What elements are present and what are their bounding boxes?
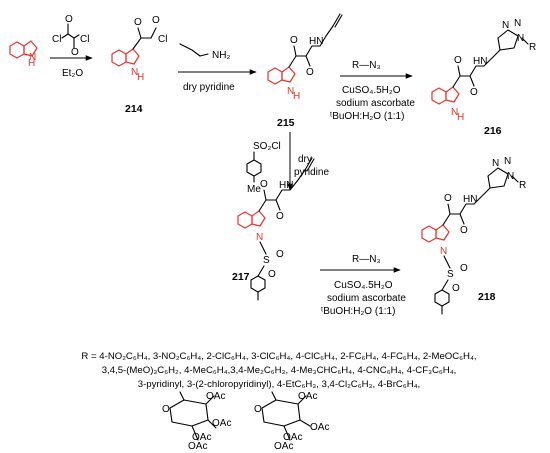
svg-text:HN: HN: [473, 56, 487, 67]
svg-text:O: O: [134, 17, 142, 28]
step1-solvent: Et₂O: [62, 68, 83, 79]
svg-text:HN: HN: [309, 36, 323, 47]
svg-text:N: N: [440, 246, 447, 257]
svg-text:N: N: [502, 20, 509, 31]
svg-text:dry: dry: [298, 154, 312, 165]
svg-text:N: N: [451, 107, 458, 118]
svg-text:pyridine: pyridine: [294, 167, 329, 178]
svg-text:OAc: OAc: [298, 391, 317, 402]
svg-text:O: O: [254, 404, 262, 415]
compound-216-label: 216: [484, 125, 502, 137]
svg-text:OAc: OAc: [283, 432, 302, 443]
svg-text:O: O: [65, 14, 73, 25]
svg-text:ᵗBuOH:H₂O (1:1): ᵗBuOH:H₂O (1:1): [321, 306, 395, 317]
svg-text:O: O: [290, 35, 298, 46]
svg-text:SO₂Cl: SO₂Cl: [253, 141, 281, 152]
svg-text:sodium ascorbate: sodium ascorbate: [327, 293, 406, 304]
svg-text:H: H: [293, 91, 300, 102]
step1-arrow: Et₂O Cl Cl O O: [50, 14, 93, 79]
step2-arrow: NH₂ dry pyridine: [178, 43, 257, 93]
svg-text:O: O: [306, 67, 314, 78]
compound-217-label: 217: [232, 271, 250, 283]
oxalyl-chloride: Cl Cl O O: [52, 14, 89, 58]
step3-arrow: R—N₃ CuSO₄.5H₂O sodium ascorbate ᵗBuOH:H…: [330, 60, 415, 122]
compound-218: N O O HN N N N R S O O 218: [421, 156, 526, 315]
step4-arrow: dry pyridine SO₂Cl Me: [246, 132, 329, 195]
svg-text:O: O: [260, 179, 268, 190]
compound-214: N H O O Cl 214: [111, 15, 167, 115]
svg-text:N: N: [131, 67, 138, 78]
step5-azide: R—N₃: [352, 254, 381, 265]
svg-text:O: O: [460, 225, 468, 236]
svg-text:HN: HN: [279, 180, 293, 191]
svg-text:O: O: [276, 249, 284, 260]
glycosyl-r-left: OAc OAc O OAc OAc: [162, 391, 231, 452]
svg-text:O: O: [276, 211, 284, 222]
svg-text:N: N: [514, 18, 521, 29]
svg-text:O: O: [268, 269, 276, 280]
compound-215: N H O O HN 215: [267, 13, 343, 129]
svg-text:CuSO₄.5H₂O: CuSO₄.5H₂O: [342, 85, 401, 96]
svg-text:N: N: [517, 33, 524, 44]
svg-text:R: R: [529, 42, 536, 53]
compound-216: N H O O HN N N N R 216: [431, 18, 536, 137]
svg-text:N: N: [492, 158, 499, 169]
svg-text:N: N: [504, 156, 511, 167]
svg-text:N: N: [256, 232, 263, 243]
svg-text:N: N: [29, 52, 36, 63]
svg-text:O: O: [470, 87, 478, 98]
svg-text:ᵗBuOH:H₂O (1:1): ᵗBuOH:H₂O (1:1): [330, 111, 404, 122]
svg-text:NH₂: NH₂: [212, 50, 230, 61]
svg-text:S: S: [447, 269, 454, 280]
svg-text:sodium ascorbate: sodium ascorbate: [336, 98, 415, 109]
svg-text:O: O: [71, 47, 79, 58]
svg-text:H: H: [137, 72, 144, 83]
svg-text:CuSO₄.5H₂O: CuSO₄.5H₂O: [334, 280, 393, 291]
compound-214-label: 214: [125, 103, 143, 115]
r-definition-line-2: 3,4,5-(MeO)₃C₆H₂, 4-MeC₆H₄,3,4-Me₂C₆H₃, …: [101, 365, 457, 376]
svg-text:OAc: OAc: [212, 418, 231, 429]
svg-text:OAc: OAc: [192, 432, 211, 443]
r-definition-line-3: 3-pyridinyl, 3-(2-chloropyridinyl), 4-Et…: [137, 379, 421, 390]
svg-text:O: O: [444, 193, 452, 204]
svg-text:Cl: Cl: [158, 34, 167, 45]
svg-text:O: O: [152, 15, 160, 26]
svg-text:OAc: OAc: [274, 441, 293, 452]
svg-text:H: H: [457, 112, 464, 123]
svg-text:O: O: [454, 55, 462, 66]
svg-text:OAc: OAc: [206, 391, 225, 402]
glycosyl-r-right: OAc OAc O OAc OAc: [254, 391, 329, 452]
compound-218-label: 218: [478, 291, 496, 303]
step3-azide: R—N₃: [352, 60, 381, 71]
svg-text:Cl: Cl: [80, 34, 89, 45]
svg-text:N: N: [287, 86, 294, 97]
indole-nh-label: H: [28, 58, 35, 69]
svg-text:OAc: OAc: [188, 441, 207, 452]
svg-text:O: O: [460, 263, 468, 274]
svg-text:O: O: [452, 283, 460, 294]
tosyl-chloride: SO₂Cl Me: [246, 141, 281, 195]
svg-text:N: N: [507, 171, 514, 182]
svg-text:Cl: Cl: [52, 34, 61, 45]
step2-solvent: dry pyridine: [183, 82, 235, 93]
svg-text:S: S: [263, 255, 270, 266]
compound-215-label: 215: [277, 117, 295, 129]
svg-text:O: O: [162, 404, 170, 415]
compound-217: N O O HN S O O 217: [232, 157, 315, 301]
indole-start: H N: [9, 40, 38, 69]
svg-text:Me: Me: [247, 184, 261, 195]
svg-text:OAc: OAc: [310, 422, 329, 433]
svg-text:HN: HN: [463, 194, 477, 205]
r-definition-line-1: R = 4-NO₂C₆H₄, 3-NO₂C₆H₄, 2-ClC₆H₄, 3-Cl…: [81, 351, 477, 362]
step5-arrow: R—N₃ CuSO₄.5H₂O sodium ascorbate ᵗBuOH:H…: [320, 254, 406, 317]
svg-text:R: R: [519, 180, 526, 191]
r-definition: R = 4-NO₂C₆H₄, 3-NO₂C₆H₄, 2-ClC₆H₄, 3-Cl…: [24, 350, 534, 392]
